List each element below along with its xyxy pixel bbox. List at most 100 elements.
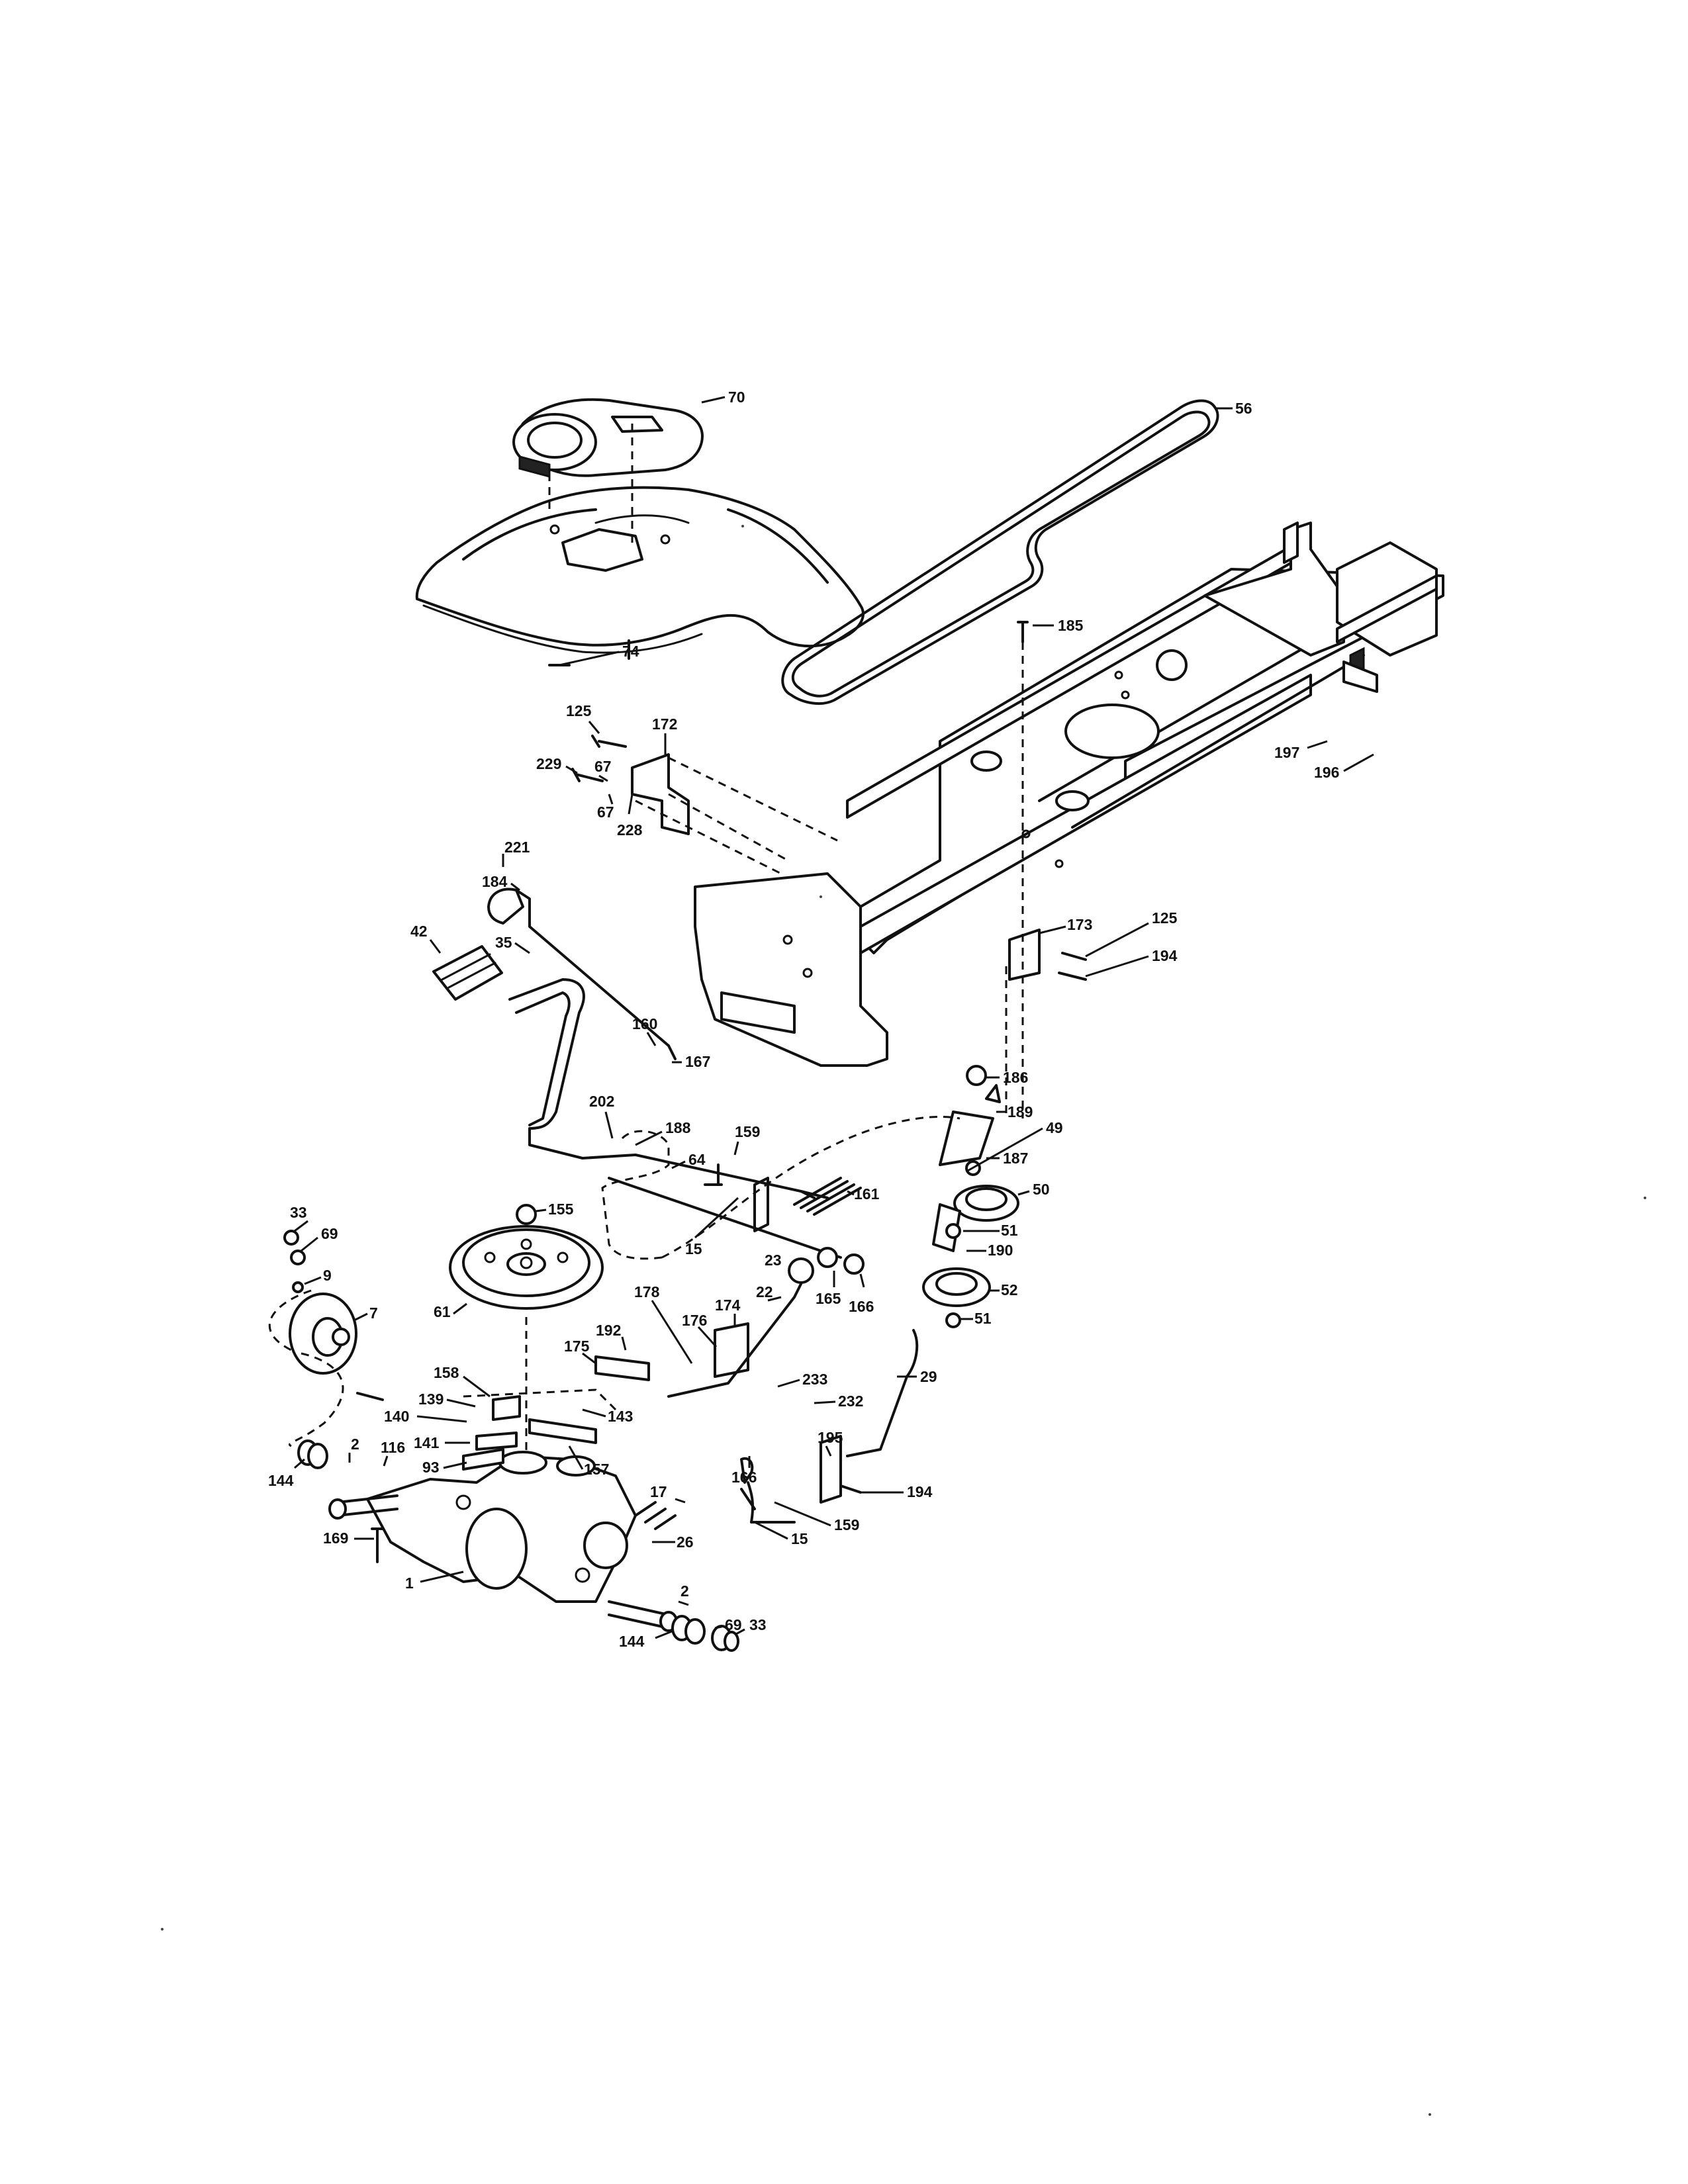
callout-184: 184 (482, 873, 520, 891)
callout-42: 42 (410, 923, 442, 954)
callout-label: 61 (434, 1303, 451, 1320)
callout-label: 1 (405, 1574, 414, 1592)
callout-125-right: 125 (1085, 909, 1178, 958)
callout-167: 167 (672, 1053, 710, 1070)
callout-143: 143 (582, 1408, 633, 1425)
callout-190: 190 (966, 1242, 1013, 1259)
callout-label: 67 (597, 803, 614, 821)
callout-label: 33 (749, 1616, 767, 1633)
callout-label: 174 (715, 1297, 741, 1314)
callout-64: 64 (671, 1151, 706, 1169)
callout-label: 15 (791, 1530, 808, 1547)
callout-26: 26 (652, 1533, 694, 1551)
callout-label: 42 (410, 923, 428, 940)
callout-2-lower: 2 (678, 1582, 689, 1606)
callout-33-lower: 33 (734, 1616, 767, 1636)
plates-part (462, 1395, 597, 1471)
dash-panel-part (415, 486, 865, 654)
callout-69-lower: 69 (714, 1616, 742, 1633)
callout-label: 196 (1314, 764, 1339, 781)
callout-label: 169 (323, 1529, 348, 1547)
callout-144-right: 144 (619, 1630, 673, 1650)
callout-61: 61 (434, 1302, 467, 1320)
callout-label: 202 (589, 1093, 614, 1110)
callout-189: 189 (996, 1103, 1033, 1120)
callout-15-lower: 15 (754, 1521, 808, 1547)
callout-166-upper: 166 (849, 1273, 874, 1315)
callout-label: 187 (1003, 1150, 1028, 1167)
callout-2-upper: 2 (348, 1435, 359, 1463)
callout-label: 2 (680, 1582, 689, 1600)
callout-52: 52 (990, 1281, 1018, 1298)
callout-161: 161 (847, 1185, 880, 1203)
callout-label: 15 (685, 1240, 702, 1257)
callout-169: 169 (323, 1529, 374, 1547)
callout-label: 50 (1033, 1181, 1050, 1198)
callout-label: 69 (321, 1225, 338, 1242)
callout-label: 166 (849, 1298, 874, 1315)
callout-label: 166 (731, 1469, 757, 1486)
main-frame-part (694, 522, 1444, 1067)
callout-196: 196 (1314, 753, 1374, 781)
callout-185: 185 (1033, 617, 1084, 634)
callout-51-lower: 51 (960, 1310, 992, 1327)
callout-label: 192 (596, 1322, 621, 1339)
callout-label: 26 (677, 1533, 694, 1551)
callout-label: 51 (974, 1310, 992, 1327)
callout-label: 29 (920, 1368, 937, 1385)
callout-label: 157 (584, 1461, 609, 1478)
callout-22: 22 (756, 1283, 782, 1302)
callout-33-left: 33 (290, 1204, 308, 1232)
callout-175: 175 (564, 1338, 596, 1365)
hood-cover-part (512, 398, 704, 478)
callout-140: 140 (384, 1408, 467, 1425)
callout-155: 155 (536, 1201, 574, 1218)
callout-label: 155 (548, 1201, 574, 1218)
callout-label: 125 (566, 702, 592, 719)
callout-label: 17 (650, 1483, 667, 1500)
callout-7: 7 (353, 1304, 378, 1322)
idler-assembly-part (922, 1065, 1019, 1328)
callout-35: 35 (495, 934, 530, 954)
callout-178: 178 (634, 1283, 693, 1364)
callout-69-left: 69 (301, 1225, 338, 1252)
callout-label: 178 (634, 1283, 660, 1300)
callout-74: 74 (559, 643, 639, 666)
callout-label: 197 (1274, 744, 1299, 761)
callout-label: 70 (728, 388, 745, 406)
callout-label: 93 (422, 1459, 440, 1476)
callout-label: 194 (907, 1483, 933, 1500)
callout-label: 74 (622, 643, 639, 660)
callout-label: 140 (384, 1408, 409, 1425)
callout-125-top: 125 (566, 702, 600, 734)
callout-157: 157 (568, 1445, 609, 1478)
callout-17: 17 (650, 1483, 686, 1504)
callout-186: 186 (986, 1069, 1028, 1086)
callout-70: 70 (701, 388, 745, 406)
callout-label: 160 (632, 1015, 657, 1032)
callout-label: 7 (369, 1304, 378, 1322)
callout-51-upper: 51 (963, 1222, 1018, 1239)
callout-195: 195 (818, 1429, 843, 1457)
callout-label: 51 (1001, 1222, 1018, 1239)
callout-label: 64 (688, 1151, 706, 1168)
callout-label: 67 (594, 758, 612, 775)
callout-label: 186 (1003, 1069, 1028, 1086)
callout-label: 167 (685, 1053, 710, 1070)
callout-172: 172 (652, 715, 677, 754)
callout-label: 173 (1067, 916, 1092, 933)
cross-shaft-part (608, 1177, 865, 1275)
callout-label: 141 (414, 1434, 440, 1451)
callout-233: 233 (777, 1371, 827, 1388)
callout-15-upper: 15 (685, 1197, 739, 1257)
callout-label: 221 (504, 839, 530, 856)
callout-228: 228 (617, 794, 643, 839)
callout-159-upper: 159 (733, 1123, 760, 1156)
callout-label: 9 (323, 1267, 332, 1284)
callout-144-left: 144 (268, 1458, 305, 1489)
callout-23: 23 (765, 1251, 814, 1284)
callout-label: 159 (735, 1123, 760, 1140)
callout-194-upper: 194 (1085, 947, 1178, 978)
